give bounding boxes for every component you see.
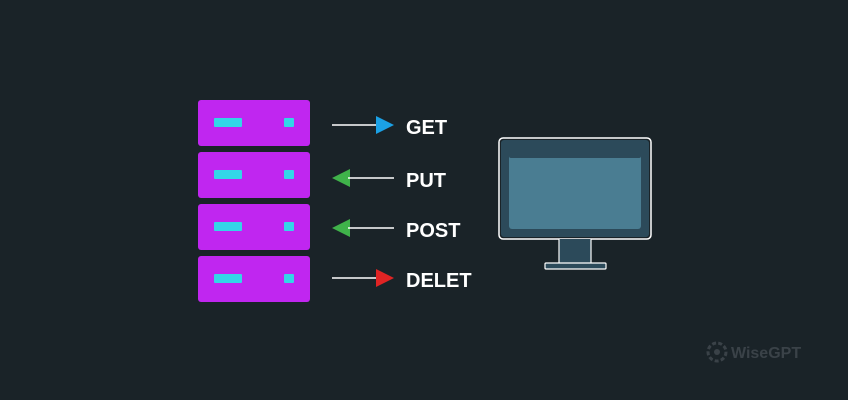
- method-get: GET: [332, 116, 447, 139]
- method-delete: DELET: [332, 269, 472, 292]
- method-label-put: PUT: [406, 170, 446, 192]
- server-stack: [198, 100, 310, 302]
- brand-name: WiseGPT: [731, 345, 801, 362]
- method-post: POST: [332, 219, 460, 242]
- server-unit-4: [198, 256, 310, 302]
- get-arrow-right-icon: [376, 116, 394, 134]
- brand-watermark: WiseGPT: [706, 341, 801, 363]
- method-label-post: POST: [406, 220, 460, 242]
- method-put: PUT: [332, 169, 446, 192]
- post-arrow-left-icon: [332, 219, 350, 237]
- put-arrow-left-icon: [332, 169, 350, 187]
- monitor-icon: [498, 137, 652, 270]
- wisegpt-logo-icon: [706, 341, 728, 363]
- method-label-get: GET: [406, 117, 447, 139]
- monitor-screen: [509, 148, 641, 229]
- monitor-stand-base: [545, 263, 606, 269]
- delete-arrow-right-icon: [376, 269, 394, 287]
- server-unit-2: [198, 152, 310, 198]
- server-unit-3: [198, 204, 310, 250]
- server-unit-1: [198, 100, 310, 146]
- method-label-delete: DELET: [406, 270, 472, 292]
